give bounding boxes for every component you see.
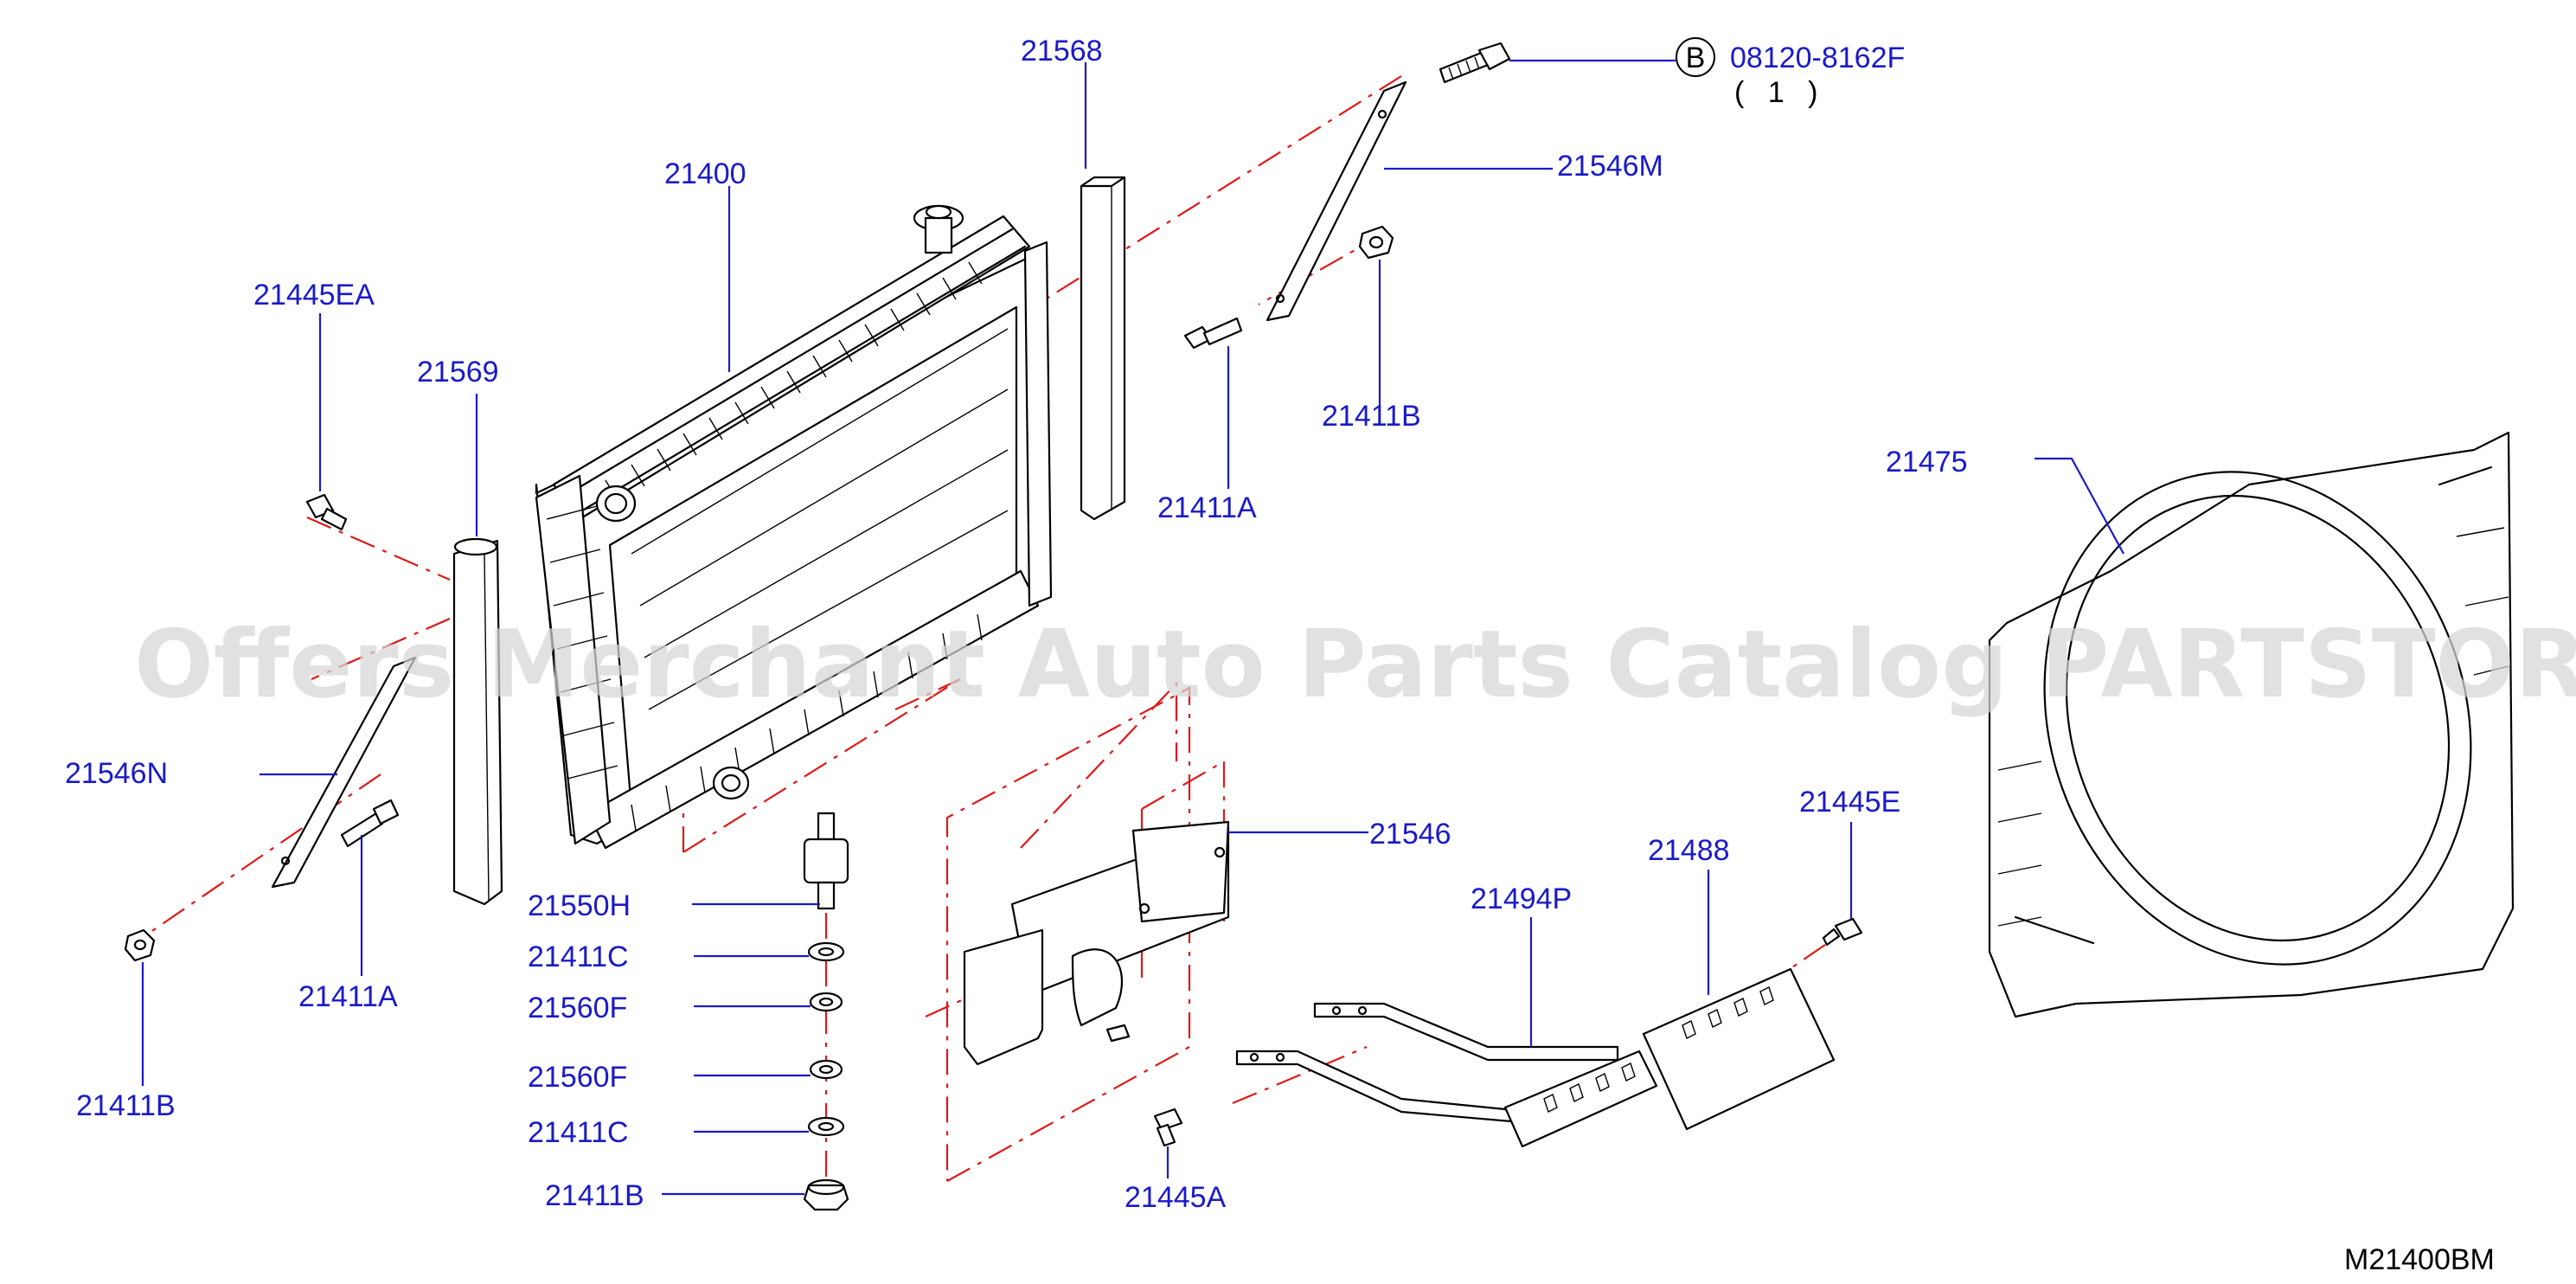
washer-21411C-2[interactable] bbox=[807, 1116, 845, 1137]
label-21411A-left[interactable]: 21411A bbox=[298, 980, 398, 1013]
label-21411C-2[interactable]: 21411C bbox=[528, 1116, 629, 1149]
label-21411B-left[interactable]: 21411B bbox=[76, 1089, 176, 1122]
seal-21569[interactable] bbox=[452, 537, 503, 906]
label-21560F-1[interactable]: 21560F bbox=[528, 992, 627, 1024]
label-21445A[interactable]: 21445A bbox=[1125, 1181, 1227, 1214]
nut-21411B-top[interactable] bbox=[1358, 225, 1394, 260]
bolt-21445EA[interactable] bbox=[305, 493, 348, 531]
figure-code: M21400BM bbox=[2344, 1243, 2495, 1276]
nut-21411B-bottom[interactable] bbox=[803, 1178, 849, 1211]
stay-21546M[interactable] bbox=[1266, 80, 1407, 322]
bolt-callout: B 08120-8162F ( 1 ) bbox=[1676, 37, 1905, 109]
label-21411B-bottom[interactable]: 21411B bbox=[545, 1179, 644, 1212]
leader-lines bbox=[141, 59, 2124, 1196]
label-21494P[interactable]: 21494P bbox=[1471, 883, 1572, 915]
callout-quantity: ( 1 ) bbox=[1734, 76, 1817, 109]
label-21445E[interactable]: 21445E bbox=[1799, 786, 1900, 819]
stay-21494P[interactable] bbox=[1235, 1002, 1658, 1148]
bushing-21560F-1[interactable] bbox=[809, 992, 843, 1012]
label-21560F-2[interactable]: 21560F bbox=[528, 1061, 627, 1094]
bracket-21546[interactable] bbox=[963, 820, 1230, 1066]
radiator-core[interactable] bbox=[535, 204, 1053, 850]
stay-21546N[interactable] bbox=[271, 656, 417, 889]
nut-21411B-left[interactable] bbox=[124, 928, 156, 962]
mount-insulator-21550H[interactable] bbox=[803, 812, 849, 910]
seal-21568[interactable] bbox=[1080, 176, 1126, 521]
label-21411A-top[interactable]: 21411A bbox=[1157, 491, 1257, 524]
fan-shroud-21475[interactable] bbox=[1977, 411, 2538, 1024]
label-21411B-top[interactable]: 21411B bbox=[1322, 400, 1421, 433]
callout-letter: B bbox=[1686, 42, 1706, 74]
label-21546[interactable]: 21546 bbox=[1369, 818, 1451, 851]
label-21411C-1[interactable]: 21411C bbox=[528, 941, 629, 973]
shroud-lower-21488[interactable] bbox=[1642, 967, 1836, 1131]
watermark: Offers Merchant Auto Parts Catalog PARTS… bbox=[134, 611, 2576, 719]
part-labels: 21568 21400 21546M 21445EA 21569 21411B … bbox=[65, 35, 1968, 1214]
bolt-08120-8162F[interactable] bbox=[1439, 42, 1511, 84]
label-21546N[interactable]: 21546N bbox=[65, 757, 168, 790]
callout-part-number[interactable]: 08120-8162F bbox=[1730, 42, 1905, 74]
bolt-21445A[interactable] bbox=[1153, 1107, 1183, 1147]
label-21400[interactable]: 21400 bbox=[664, 157, 747, 190]
callout-circle bbox=[1676, 37, 1715, 77]
label-21546M[interactable]: 21546M bbox=[1557, 150, 1663, 183]
bolt-21411A-left[interactable] bbox=[340, 799, 400, 848]
label-21445EA[interactable]: 21445EA bbox=[253, 279, 375, 311]
bolt-21445E[interactable] bbox=[1822, 917, 1863, 947]
label-21569[interactable]: 21569 bbox=[417, 356, 499, 388]
bolt-21411A-top[interactable] bbox=[1183, 317, 1243, 350]
label-21475[interactable]: 21475 bbox=[1886, 446, 1968, 478]
label-21488[interactable]: 21488 bbox=[1648, 834, 1730, 867]
washer-21411C-1[interactable] bbox=[807, 941, 845, 962]
label-21568[interactable]: 21568 bbox=[1021, 35, 1103, 67]
label-21550H[interactable]: 21550H bbox=[528, 889, 631, 922]
bushing-21560F-2[interactable] bbox=[809, 1059, 843, 1080]
